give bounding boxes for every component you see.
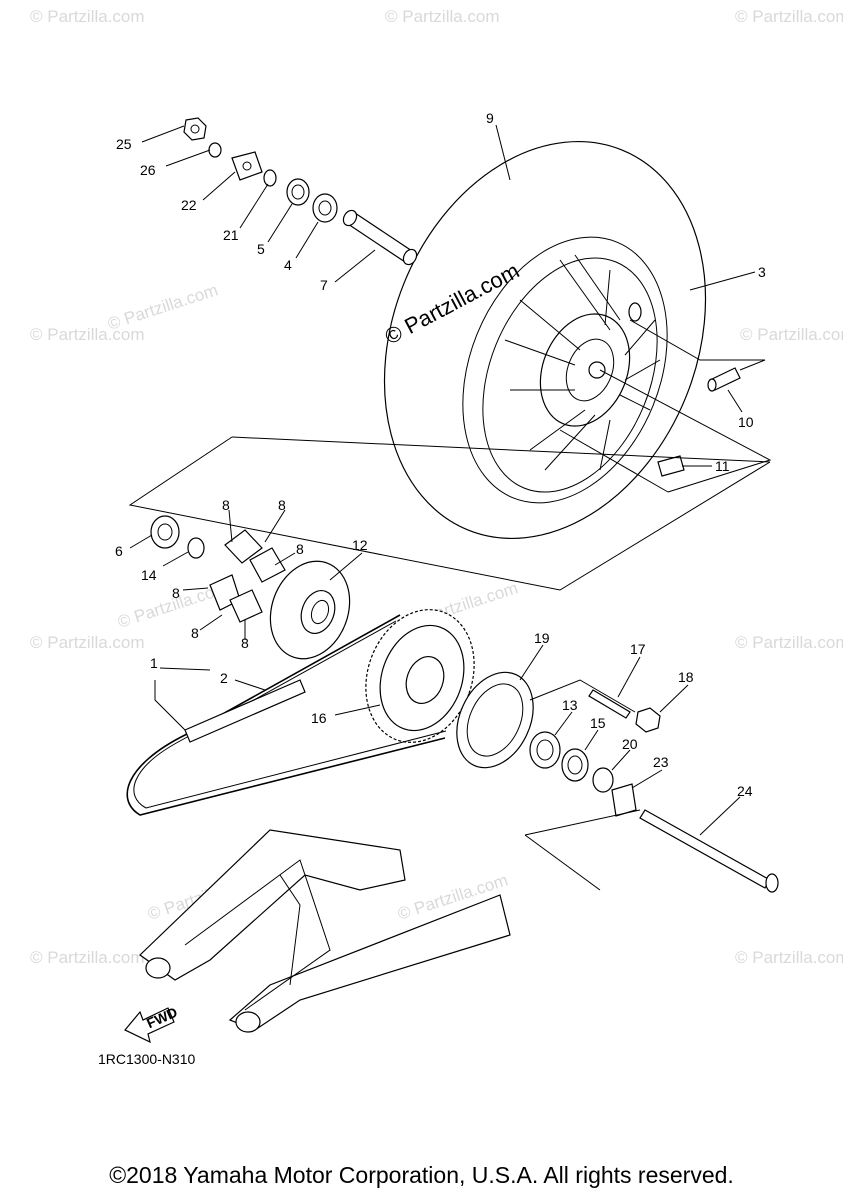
rear-axle — [639, 809, 779, 893]
sprocket — [365, 609, 475, 743]
collar-part-7 — [342, 209, 418, 266]
callout-21: 21 — [223, 227, 239, 243]
callout-7: 7 — [320, 277, 328, 293]
drive-chain — [126, 614, 447, 816]
callout-layer: 9 3 25 26 22 21 5 4 7 10 11 6 14 8 8 8 8… — [115, 110, 766, 799]
callout-24: 24 — [737, 783, 753, 799]
callout-17: 17 — [630, 641, 646, 657]
callout-12: 12 — [352, 537, 368, 553]
callout-6: 6 — [115, 543, 123, 559]
watermark: © Partzilla.com — [30, 325, 145, 344]
callout-23: 23 — [653, 754, 669, 770]
callout-18: 18 — [678, 669, 694, 685]
copyright-notice: ©2018 Yamaha Motor Corporation, U.S.A. A… — [109, 1162, 734, 1188]
callout-16: 16 — [311, 710, 327, 726]
callout-5: 5 — [257, 241, 265, 257]
callout-9: 9 — [486, 110, 494, 126]
callout-3: 3 — [758, 264, 766, 280]
callout-26: 26 — [140, 162, 156, 178]
swingarm — [139, 809, 641, 1033]
callout-8: 8 — [296, 541, 304, 557]
wheel-leaders — [128, 319, 772, 591]
watermark: © Partzilla.com — [30, 633, 145, 652]
clutch-hub — [150, 515, 351, 660]
watermark: © Partzilla.com — [735, 633, 843, 652]
callout-22: 22 — [181, 197, 197, 213]
callout-4: 4 — [284, 257, 292, 273]
leader-lines — [129, 124, 756, 836]
callout-8: 8 — [241, 635, 249, 651]
callout-10: 10 — [738, 414, 754, 430]
callout-14: 14 — [141, 567, 157, 583]
callout-25: 25 — [116, 136, 132, 152]
watermark: © Partzilla.com — [735, 948, 843, 967]
watermark: © Partzilla.com — [735, 7, 843, 26]
chain-guard — [456, 671, 534, 769]
callout-1: 1 — [150, 655, 158, 671]
watermark: © Partzilla.com — [30, 948, 145, 967]
hub-small-parts — [183, 117, 338, 223]
callout-20: 20 — [622, 736, 638, 752]
watermark: © Partzilla.com — [740, 325, 843, 344]
callout-2: 2 — [220, 670, 228, 686]
callout-8: 8 — [191, 625, 199, 641]
rear-wheel — [383, 140, 707, 540]
watermark: © Partzilla.com — [105, 280, 220, 333]
callout-19: 19 — [534, 630, 550, 646]
callout-8: 8 — [172, 585, 180, 601]
drawing-code: 1RC1300-N310 — [98, 1051, 196, 1067]
axle-hardware — [529, 679, 661, 817]
callout-8: 8 — [278, 497, 286, 513]
callout-13: 13 — [562, 697, 578, 713]
fwd-arrow: FWD — [124, 1004, 180, 1044]
watermark: © Partzilla.com — [30, 7, 145, 26]
callout-8: 8 — [222, 497, 230, 513]
callout-15: 15 — [590, 715, 606, 731]
watermark: © Partzilla.com — [385, 7, 500, 26]
valve-and-weight — [657, 367, 741, 477]
callout-11: 11 — [715, 458, 730, 474]
